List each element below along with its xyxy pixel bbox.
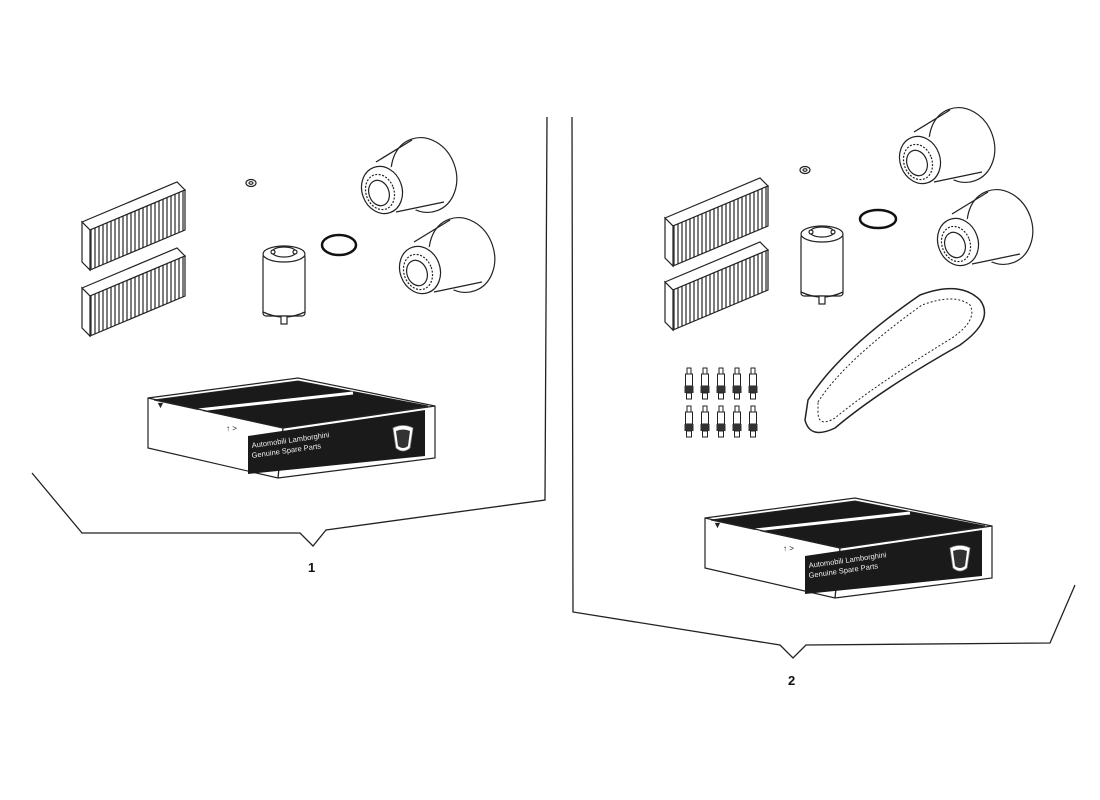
spare-parts-box: Automobili Lamborghini Genuine Spare Par… (703, 496, 994, 600)
group-2-label: 2 (788, 673, 795, 688)
fuel-filter (262, 245, 306, 325)
air-filter (930, 179, 1044, 275)
kit-group-2: Automobili Lamborghini Genuine Spare Par… (571, 97, 1076, 688)
group-1-bracket (31, 116, 548, 547)
washer (799, 165, 811, 175)
air-filter (354, 127, 468, 223)
kit-group-1: Automobili Lamborghini Genuine Spare Par… (31, 116, 548, 575)
spark-plugs (684, 367, 758, 438)
group-2-bracket (571, 116, 1076, 659)
fuel-filter (800, 225, 844, 305)
air-filter (392, 207, 506, 303)
drive-belt (804, 287, 986, 434)
washer (245, 178, 257, 188)
group-1-label: 1 (308, 560, 315, 575)
o-ring (320, 233, 358, 257)
o-ring (858, 208, 898, 230)
air-filter (892, 97, 1006, 193)
spare-parts-box: Automobili Lamborghini Genuine Spare Par… (146, 376, 437, 480)
